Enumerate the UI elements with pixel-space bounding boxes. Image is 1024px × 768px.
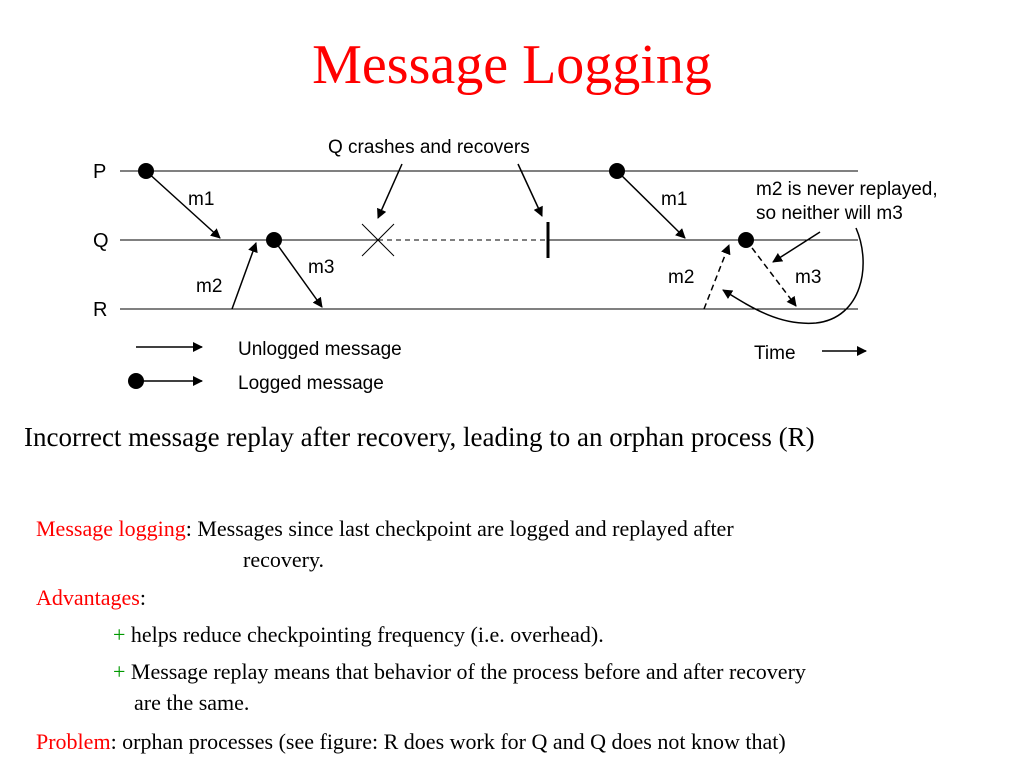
problem-text: : orphan processes (see figure: R does w… [110, 729, 786, 754]
logging-term: Message logging [36, 516, 186, 541]
label-m3-replay: m3 [795, 267, 821, 288]
advantages-term: Advantages [36, 585, 140, 610]
slide-title: Message Logging [312, 34, 712, 96]
advantage-text-1: helps reduce checkpointing frequency (i.… [125, 622, 604, 647]
label-m1-first: m1 [188, 189, 214, 210]
crash-annotation: Q crashes and recovers [328, 137, 530, 158]
logging-text-1: : Messages since last checkpoint are log… [185, 516, 734, 541]
problem-bullet: Problem: orphan processes (see figure: R… [36, 727, 786, 757]
message-m3-first [273, 239, 323, 308]
legend-unlogged-label: Unlogged message [238, 339, 402, 360]
advantages-colon: : [139, 585, 146, 610]
figure-caption: Incorrect message replay after recovery,… [24, 422, 815, 452]
logging-bullet: Message logging: Messages since last che… [36, 514, 734, 544]
label-m3-first: m3 [308, 257, 334, 278]
message-m1-first [145, 170, 221, 239]
process-label-p: P [93, 161, 106, 183]
crash-x-mark-b [361, 223, 395, 257]
problem-term: Problem [36, 729, 111, 754]
label-m2-first: m2 [196, 276, 222, 297]
time-label: Time [754, 343, 796, 364]
advantage-text-2b: are the same. [134, 690, 250, 715]
crash-pointer-recovery [517, 163, 543, 217]
logging-text-2: recovery. [243, 547, 325, 572]
message-logging-diagram: P Q R m1 m2 m3 Q crashes and recovers m1… [93, 137, 938, 394]
advantage-text-2a: Message replay means that behavior of th… [125, 659, 806, 684]
advantages-heading: Advantages: [36, 583, 146, 613]
advantage-item-2: + Message replay means that behavior of … [113, 657, 806, 687]
message-m2-replay [703, 244, 731, 310]
never-replayed-pointer [772, 231, 821, 263]
never-replayed-line-1: m2 is never replayed, [756, 179, 938, 200]
plus-icon: + [113, 622, 126, 647]
label-m2-replay: m2 [668, 267, 694, 288]
plus-icon: + [113, 659, 126, 684]
message-m3-replay [745, 239, 797, 307]
crash-pointer-x [377, 163, 403, 219]
legend-logged-label: Logged message [238, 373, 384, 394]
never-replayed-curve [722, 227, 864, 325]
process-label-q: Q [93, 230, 109, 252]
message-m1-replay [616, 170, 686, 239]
label-m1-replay: m1 [661, 189, 687, 210]
message-m2-first [231, 242, 258, 310]
process-label-r: R [93, 299, 107, 321]
advantage-item-1: + helps reduce checkpointing frequency (… [113, 620, 604, 650]
never-replayed-line-2: so neither will m3 [756, 203, 903, 224]
